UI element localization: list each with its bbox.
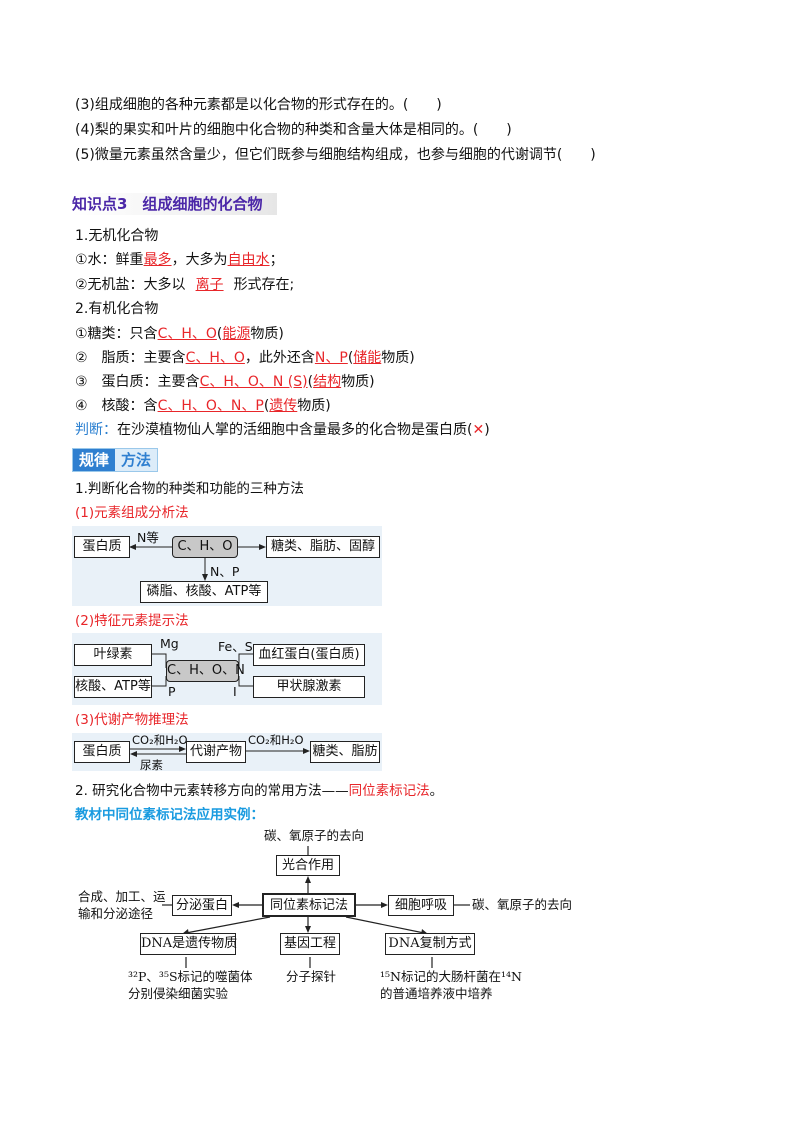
judge-line: 判断：在沙漠植物仙人掌的活细胞中含量最多的化合物是蛋白质(✕) — [75, 422, 490, 438]
photosynthesis-box: 光合作用 — [276, 855, 340, 876]
answer: 离子 — [195, 277, 224, 293]
organic-heading: 2.有机化合物 — [75, 301, 159, 317]
thyroxine-box: 甲状腺激素 — [253, 676, 365, 698]
chlorophyll-box: 叶绿素 — [74, 644, 152, 666]
product-box: 代谢产物 — [186, 741, 246, 763]
dna-replication-box: DNA复制方式 — [385, 933, 475, 955]
water-line: ①水：鲜重最多，大多为自由水； — [75, 252, 284, 268]
sugars-box-3: 糖类、脂肪 — [310, 741, 380, 763]
phospho-box: 磷脂、核酸、ATP等 — [140, 581, 268, 603]
respiration-box: 细胞呼吸 — [388, 895, 454, 916]
center-elements-2: C、H、O、N — [166, 660, 245, 682]
np-label: N、P — [210, 564, 240, 579]
left-caption-1: 合成、加工、运 — [78, 889, 166, 904]
probe-caption: 分子探针 — [286, 969, 337, 984]
judgment-3: (3)组成细胞的各种元素都是以化合物的形式存在的。( ) — [75, 97, 442, 113]
sugar-line: ①糖类：只含C、H、O(能源物质) — [75, 326, 284, 342]
nucleic-line: ④ 核酸：含C、H、O、N、P(遗传物质) — [75, 398, 331, 414]
protein-line: ③ 蛋白质：主要含C、H、O、N (S)(结构物质) — [75, 374, 375, 390]
isotope-title: 教材中同位素标记法应用实例： — [75, 807, 264, 823]
isotope-center-box: 同位素标记法 — [262, 893, 356, 917]
gene-engineering-box: 基因工程 — [280, 933, 340, 955]
ecoli-caption-2: 的普通培养液中培养 — [380, 986, 493, 1001]
fes-label: Fe、S — [218, 639, 253, 654]
method1-title: (1)元素组成分析法 — [75, 505, 189, 521]
judgment-4: (4)梨的果实和叶片的细胞中化合物的种类和含量大体是相同的。( ) — [75, 122, 512, 138]
salt-line: ②无机盐：大多以离子形式存在; — [75, 277, 295, 293]
p-label: P — [168, 684, 176, 699]
protein-box-3: 蛋白质 — [74, 741, 130, 763]
sugars-box: 糖类、脂肪、固醇 — [266, 536, 380, 558]
method2-title: (2)特征元素提示法 — [75, 613, 189, 629]
method-badge: 规律方法 — [72, 448, 159, 472]
cross-mark: ✕ — [472, 422, 485, 438]
protein-box: 蛋白质 — [74, 536, 130, 558]
lipid-line: ② 脂质：主要含C、H、O，此外还含N、P(储能物质) — [75, 350, 415, 366]
isotope-heading: 2. 研究化合物中元素转移方向的常用方法——同位素标记法。 — [75, 783, 444, 799]
answer: 自由水 — [227, 252, 270, 268]
inorganic-heading: 1.无机化合物 — [75, 228, 159, 244]
right-caption: 碳、氧原子的去向 — [472, 897, 573, 912]
center-elements: C、H、O — [172, 536, 238, 558]
co2-label-1: CO₂和H₂O — [132, 733, 188, 747]
mg-label: Mg — [160, 636, 179, 651]
hemoglobin-box: 血红蛋白(蛋白质) — [253, 644, 365, 666]
secretory-protein-box: 分泌蛋白 — [172, 895, 232, 916]
method3-title: (3)代谢产物推理法 — [75, 712, 189, 728]
methods-heading: 1.判断化合物的种类和功能的三种方法 — [75, 481, 304, 497]
phage-caption-1: ³²P、³⁵S标记的噬菌体 — [128, 969, 253, 984]
n-etc-label: N等 — [137, 530, 159, 545]
co2-label-2: CO₂和H₂O — [248, 733, 304, 747]
left-caption-2: 输和分泌途径 — [78, 906, 154, 921]
judgment-5: (5)微量元素虽然含量少，但它们既参与细胞结构组成，也参与细胞的代谢调节( ) — [75, 147, 596, 163]
section-title: 知识点3 组成细胞的化合物 — [72, 193, 277, 215]
phage-caption-2: 分别侵染细菌实验 — [128, 986, 229, 1001]
nucleic-box: 核酸、ATP等 — [74, 676, 152, 698]
top-caption: 碳、氧原子的去向 — [264, 828, 365, 843]
dna-genetic-box: DNA是遗传物质 — [140, 933, 237, 955]
ecoli-caption-1: ¹⁵N标记的大肠杆菌在¹⁴N — [380, 969, 522, 984]
answer: 最多 — [143, 252, 172, 268]
urea-label: 尿素 — [140, 758, 163, 772]
i-label: I — [233, 684, 237, 699]
